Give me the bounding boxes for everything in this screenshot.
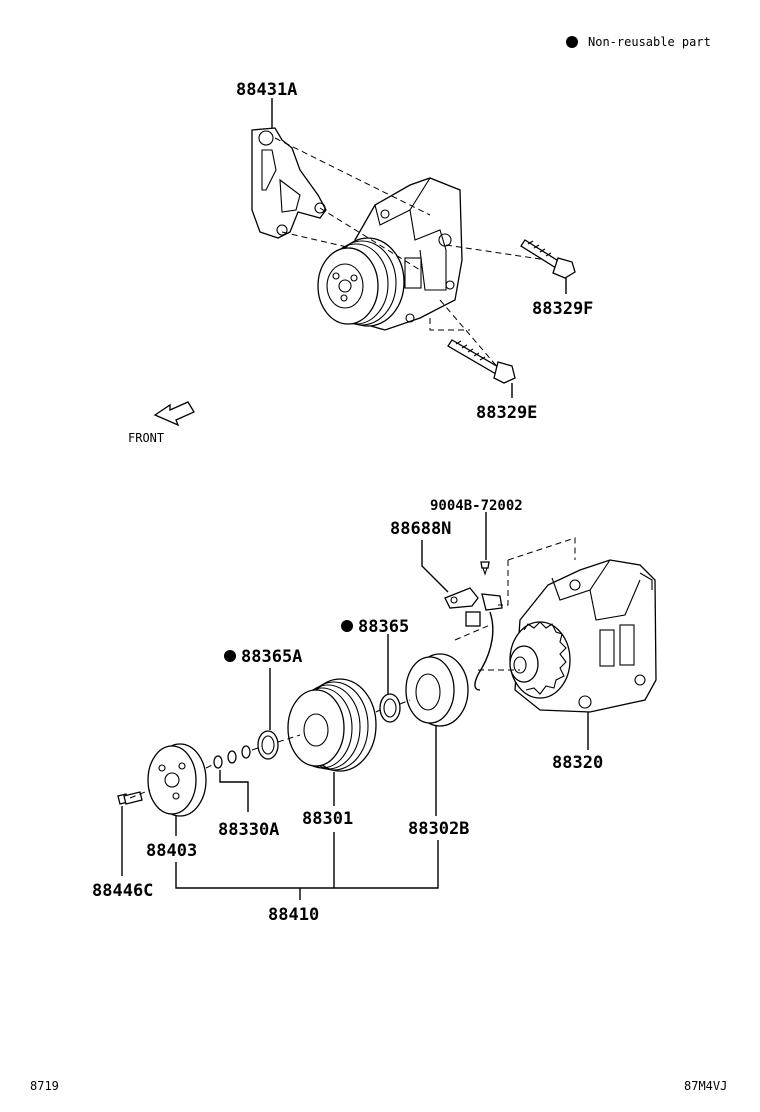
label-88403: 88403 bbox=[146, 841, 197, 861]
non-reusable-88365A-icon bbox=[224, 650, 236, 662]
bolt-88446C-drawing bbox=[117, 791, 143, 805]
bottom-dashed-guides bbox=[454, 537, 576, 671]
label-88302B: 88302B bbox=[408, 819, 469, 839]
pulley-88301-drawing bbox=[287, 678, 377, 772]
compressor-bracket-drawing bbox=[251, 127, 327, 239]
bolt-88329E-drawing bbox=[447, 339, 516, 384]
field-coil-88302B-drawing bbox=[405, 653, 469, 727]
label-88365A: 88365A bbox=[241, 647, 302, 667]
connector-88688N-drawing bbox=[444, 587, 503, 691]
non-reusable-bullet-icon bbox=[566, 36, 578, 48]
label-9004B-72002: 9004B-72002 bbox=[430, 498, 523, 514]
label-88365: 88365 bbox=[358, 617, 409, 637]
top-dashed-guides bbox=[274, 137, 561, 371]
footer-right-code: 87M4VJ bbox=[684, 1079, 727, 1093]
snap-ring-88365-drawing bbox=[379, 693, 401, 723]
label-88301: 88301 bbox=[302, 809, 353, 829]
front-arrow-icon bbox=[153, 401, 195, 427]
footer-left-code: 8719 bbox=[30, 1079, 59, 1093]
non-reusable-88365-icon bbox=[341, 620, 353, 632]
clutch-axis-guide bbox=[129, 699, 411, 799]
label-88431A: 88431A bbox=[236, 80, 297, 100]
label-88329E: 88329E bbox=[476, 403, 537, 423]
front-label: FRONT bbox=[128, 431, 164, 445]
label-88446C: 88446C bbox=[92, 881, 153, 901]
compressor-88320-drawing bbox=[509, 559, 657, 713]
label-88329F: 88329F bbox=[532, 299, 593, 319]
label-88688N: 88688N bbox=[390, 519, 451, 539]
screw-9004B-drawing bbox=[480, 561, 490, 576]
pressure-plate-88403-drawing bbox=[147, 743, 207, 817]
label-88330A: 88330A bbox=[218, 820, 279, 840]
bolt-88329F-drawing bbox=[520, 239, 576, 279]
compressor-top-drawing bbox=[317, 177, 463, 331]
label-88320: 88320 bbox=[552, 753, 603, 773]
label-88410: 88410 bbox=[268, 905, 319, 925]
legend-text: Non-reusable part bbox=[588, 35, 711, 49]
shims-88330A-drawing bbox=[213, 745, 251, 769]
snap-ring-88365A-drawing bbox=[257, 730, 279, 760]
